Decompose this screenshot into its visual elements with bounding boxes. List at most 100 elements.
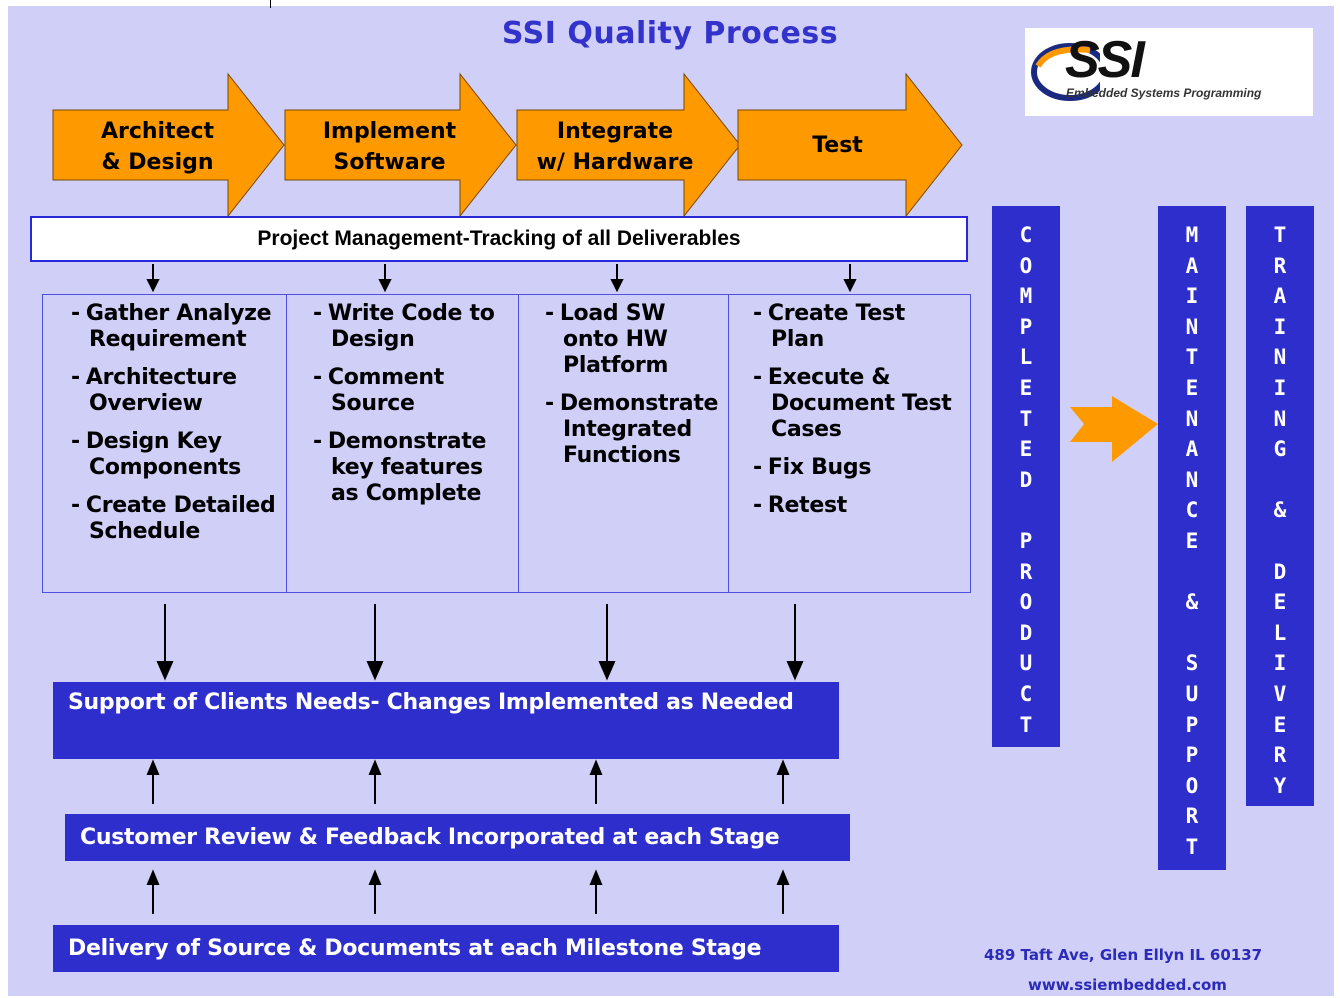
- task-list-implement: -Write Code to Design -Comment Source -D…: [299, 301, 511, 519]
- vertical-letter: T: [1185, 345, 1199, 370]
- vertical-letter: L: [1273, 620, 1287, 645]
- vertical-letter: [1186, 618, 1199, 649]
- top-left-tick: [270, 0, 271, 8]
- task-item: -Fix Bugs: [753, 455, 872, 480]
- delivery-up-arrows: [146, 869, 790, 914]
- phase-arrow-implement: [284, 72, 517, 218]
- vertical-letter: P: [1019, 528, 1033, 553]
- support-bar: Support of Clients Needs- Changes Implem…: [53, 682, 839, 759]
- vertical-letter: E: [1273, 712, 1287, 737]
- phase-label-integrate: Integrate w/ Hardware: [536, 119, 694, 175]
- vertical-letter: L: [1019, 345, 1033, 370]
- vertical-letter: T: [1185, 834, 1199, 859]
- task-item: -Load SW onto HW Platform: [545, 301, 669, 378]
- vertical-letter: N: [1273, 406, 1287, 431]
- phase-label-implement: Implement Software: [322, 119, 457, 175]
- task-item: -Execute & Document Test Cases: [753, 365, 952, 442]
- vertical-letter: N: [1273, 345, 1287, 370]
- vertical-letter: T: [1019, 406, 1033, 431]
- footer-address: 489 Taft Ave, Glen Ellyn IL 60137: [984, 946, 1263, 964]
- vertical-letter: O: [1019, 590, 1033, 615]
- delivery-bar-label: Delivery of Source & Documents at each M…: [68, 936, 762, 961]
- support-bar-label: Support of Clients Needs- Changes Implem…: [68, 690, 794, 715]
- vertical-letter: T: [1273, 223, 1287, 247]
- task-list-architect: -Gather Analyze Requirement -Architectur…: [57, 301, 282, 557]
- vertical-letter: O: [1185, 773, 1199, 798]
- vertical-letter: I: [1185, 284, 1199, 309]
- completed-to-maintenance-arrow: [1070, 396, 1158, 462]
- vertical-letter: R: [1273, 253, 1287, 278]
- vertical-letter: [1186, 557, 1199, 588]
- phase-label-architect: Architect & Design: [100, 119, 215, 175]
- vertical-letter: E: [1185, 528, 1199, 553]
- vertical-letter: M: [1019, 284, 1033, 309]
- vertical-letter: [1274, 465, 1287, 496]
- vertical-letter: E: [1185, 375, 1199, 400]
- vertical-letter: C: [1019, 681, 1033, 706]
- vertical-letter: A: [1273, 284, 1287, 309]
- task-item: -Create Detailed Schedule: [71, 493, 276, 544]
- vertical-letter: N: [1185, 406, 1199, 431]
- task-item: -Demonstrate Integrated Functions: [545, 391, 719, 468]
- vertical-letter: R: [1019, 559, 1033, 584]
- vertical-letter: A: [1185, 253, 1199, 278]
- review-up-arrows: [146, 759, 790, 804]
- task-item: -Design Key Components: [71, 429, 241, 480]
- vertical-letter: C: [1019, 223, 1033, 247]
- vertical-letter: Y: [1273, 773, 1287, 798]
- task-item: -Gather Analyze Requirement: [71, 301, 272, 352]
- task-item: -Write Code to Design: [313, 301, 495, 352]
- task-box-architect: -Gather Analyze Requirement -Architectur…: [42, 294, 287, 593]
- logo-tagline: Embedded Systems Programming: [1066, 86, 1262, 100]
- vertical-letter: T: [1019, 712, 1033, 737]
- diagram-title: SSI Quality Process: [501, 16, 839, 51]
- vertical-letter: N: [1185, 467, 1199, 492]
- task-item: -Retest: [753, 493, 847, 518]
- vertical-letter: D: [1273, 559, 1287, 584]
- task-down-arrows: [156, 604, 804, 681]
- vertical-letter: D: [1019, 620, 1033, 645]
- vertical-letter: U: [1185, 681, 1199, 706]
- phase-arrow-architect: [52, 72, 285, 218]
- pm-down-arrows: [146, 264, 857, 293]
- task-item: -Demonstrate key features as Complete: [313, 429, 487, 506]
- logo-swoosh-icon: [1031, 43, 1100, 101]
- task-box-test: -Create Test Plan -Execute & Document Te…: [728, 294, 971, 593]
- vertical-letter: E: [1019, 375, 1033, 400]
- vertical-letter: I: [1273, 314, 1287, 339]
- review-bar-label: Customer Review & Feedback Incorporated …: [80, 825, 780, 850]
- vertical-letter: P: [1185, 743, 1199, 768]
- vertical-letter: E: [1019, 437, 1033, 462]
- phase-label-test: Test: [812, 133, 863, 158]
- task-item: -Create Test Plan: [753, 301, 906, 352]
- task-item: -Architecture Overview: [71, 365, 237, 416]
- vertical-letter: D: [1019, 467, 1033, 492]
- review-bar: Customer Review & Feedback Incorporated …: [65, 814, 850, 861]
- vertical-letter: I: [1273, 375, 1287, 400]
- task-box-implement: -Write Code to Design -Comment Source -D…: [286, 294, 519, 593]
- vertical-letter: S: [1185, 651, 1199, 676]
- vertical-letter: N: [1185, 314, 1199, 339]
- phase-arrow-integrate: [516, 72, 741, 218]
- vertical-letter: A: [1185, 437, 1199, 462]
- task-list-test: -Create Test Plan -Execute & Document Te…: [739, 301, 964, 531]
- phase-arrow-test: [737, 72, 963, 218]
- vertical-letter: O: [1019, 253, 1033, 278]
- vertical-letter: R: [1273, 743, 1287, 768]
- task-box-integrate: -Load SW onto HW Platform -Demonstrate I…: [518, 294, 729, 593]
- vertical-letter: P: [1185, 712, 1199, 737]
- vertical-letter: &: [1273, 498, 1287, 523]
- task-list-integrate: -Load SW onto HW Platform -Demonstrate I…: [531, 301, 726, 481]
- vertical-letter: P: [1019, 314, 1033, 339]
- footer-website[interactable]: www.ssiembedded.com: [1028, 976, 1227, 994]
- vertical-letter: U: [1019, 651, 1033, 676]
- vertical-letter: M: [1185, 223, 1199, 247]
- vertical-letter: I: [1273, 651, 1287, 676]
- vertical-letter: C: [1185, 498, 1199, 523]
- vertical-letter: [1274, 526, 1287, 557]
- vertical-letter: E: [1273, 590, 1287, 615]
- ssi-logo: [1025, 28, 1313, 116]
